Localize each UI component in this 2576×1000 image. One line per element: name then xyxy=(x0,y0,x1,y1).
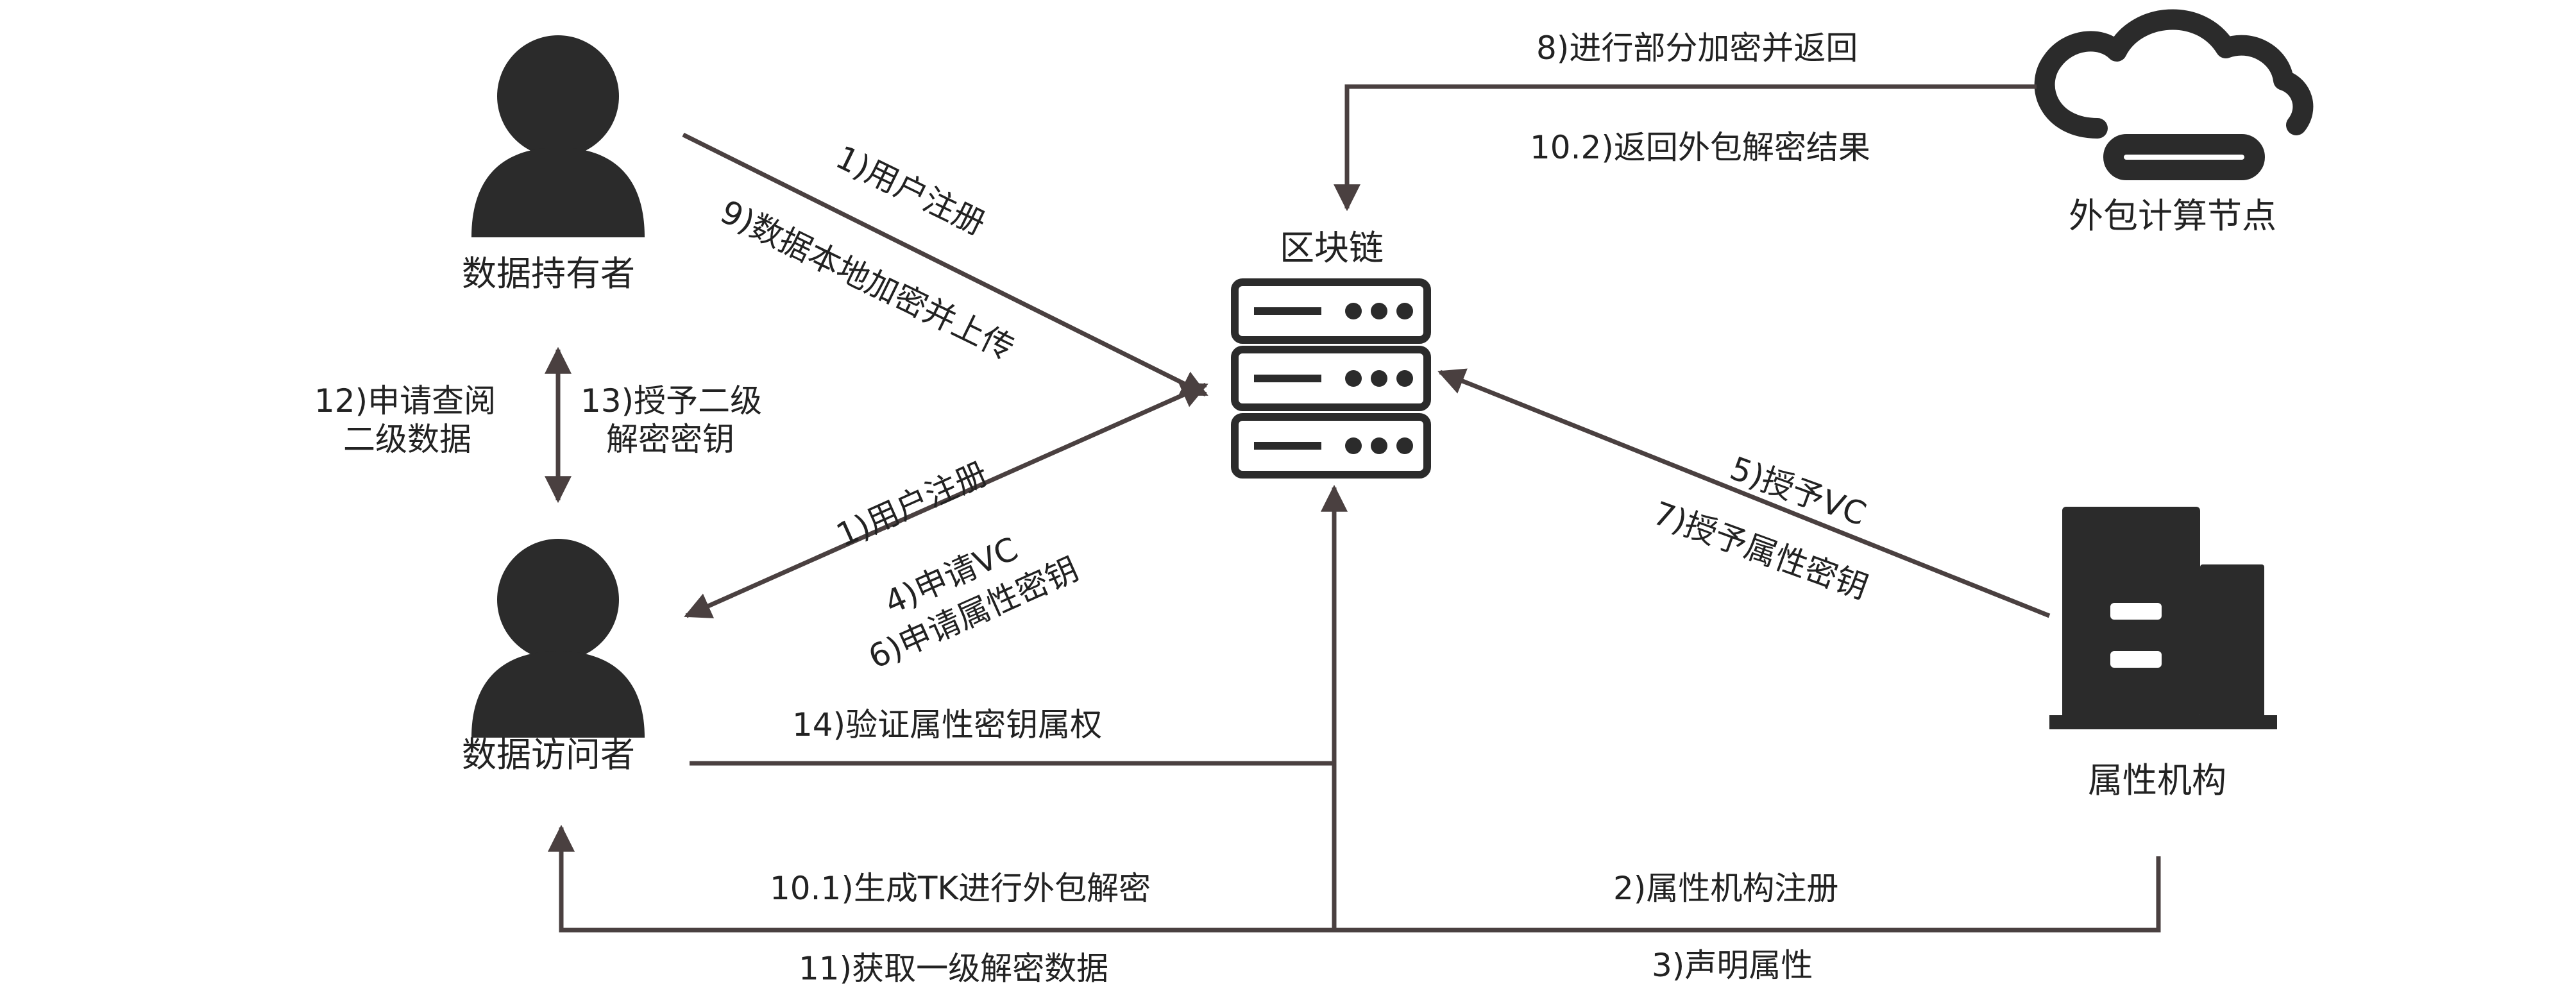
data-owner-label: 数据持有者 xyxy=(462,253,635,294)
edge-label-outsourced-result: 10.2)返回外包解密结果 xyxy=(1530,129,1870,166)
edge-label-generate-tk: 10.1)生成TK进行外包解密 xyxy=(770,870,1151,907)
edge-label-grant-secondary-line1: 13)授予二级 xyxy=(580,382,763,419)
edge-label-apply-view-line1: 12)申请查阅 xyxy=(314,382,496,419)
edge-label-declare-attributes: 3)声明属性 xyxy=(1652,947,1813,984)
arrow-bottom-to-accessor xyxy=(548,824,1334,933)
line-authority-registration xyxy=(1334,856,2161,933)
blockchain-label: 区块链 xyxy=(1280,228,1384,268)
edge-label-verify-ownership: 14)验证属性密钥属权 xyxy=(792,706,1103,743)
data-accessor-person-icon xyxy=(471,539,645,738)
arrow-owner-to-blockchain xyxy=(682,132,1208,397)
arrow-authority-to-blockchain xyxy=(1437,368,2051,618)
building-icon xyxy=(2049,507,2277,729)
cloud-icon xyxy=(2034,9,2314,180)
arrow-cloud-to-blockchain xyxy=(1334,84,2037,212)
edge-label-partial-encrypt: 8)进行部分加密并返回 xyxy=(1536,30,1858,67)
arrow-accessor-blockchain xyxy=(684,382,1208,618)
data-owner-person-icon xyxy=(471,35,645,237)
edge-label-authority-register: 2)属性机构注册 xyxy=(1613,870,1839,907)
connectors xyxy=(545,84,2161,933)
data-accessor-label: 数据访问者 xyxy=(462,734,635,775)
edge-label-grant-secondary-line2: 解密密钥 xyxy=(606,421,734,458)
edge-label-get-primary-data: 11)获取一级解密数据 xyxy=(799,950,1109,987)
edge-label-apply-view-line2: 二级数据 xyxy=(343,421,471,458)
blockchain-server-icon xyxy=(1231,278,1431,479)
outsourced-node-label: 外包计算节点 xyxy=(2069,196,2276,236)
attribute-authority-label: 属性机构 xyxy=(2088,760,2226,801)
